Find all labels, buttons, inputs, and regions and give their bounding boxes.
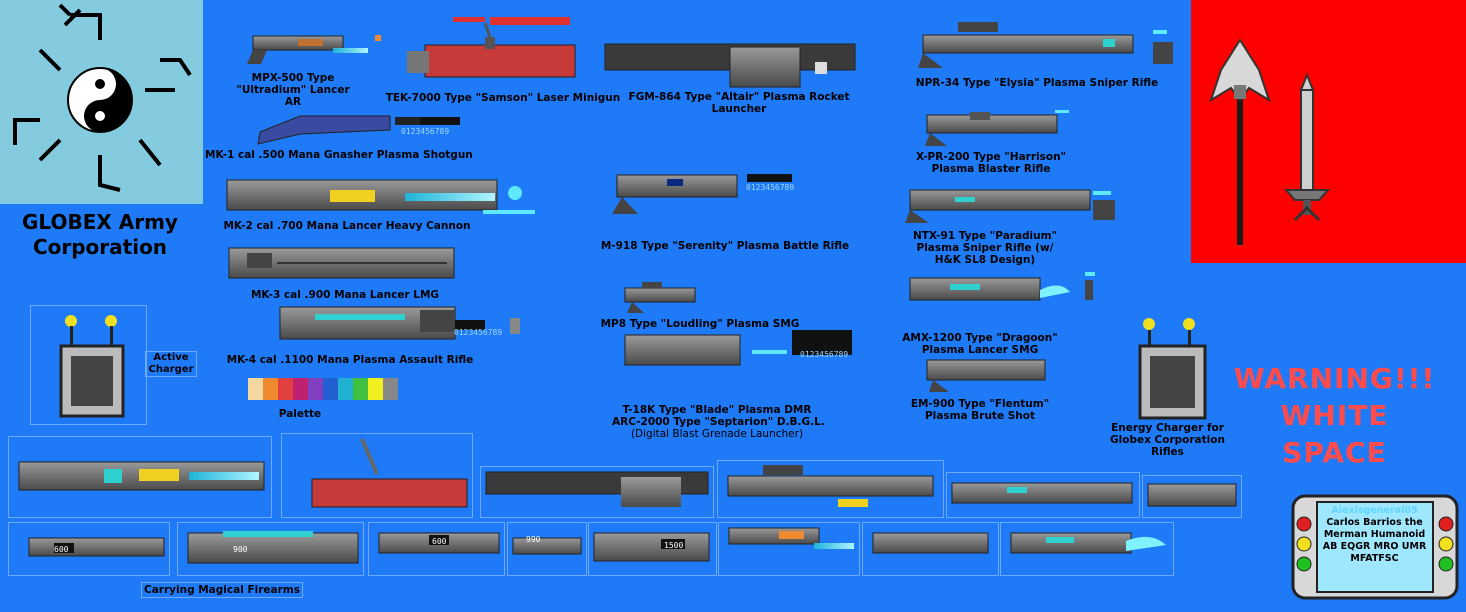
credits-text: Alexisgeneral05 Carlos Barrios the Merma… xyxy=(1318,505,1431,565)
mk4-sprite xyxy=(270,302,530,347)
company-title: GLOBEX Army Corporation xyxy=(22,210,178,259)
carry-frame-10: 990 xyxy=(507,522,587,576)
carry-frame-13 xyxy=(862,522,999,576)
mk3-sprite xyxy=(227,243,457,283)
carry-frame-6 xyxy=(1142,475,1242,518)
carry-frame-12 xyxy=(718,522,860,576)
carry-frame-8: 900 xyxy=(177,522,364,576)
mk2-sprite xyxy=(225,175,535,220)
warning-banner: WARNING!!! WHITE SPACE xyxy=(1233,362,1436,469)
traffic-light-frame-icon xyxy=(1291,494,1459,600)
label-npr34: NPR-34 Type "Elysia" Plasma Sniper Rifle xyxy=(915,77,1159,89)
energy-charger-sprite xyxy=(1135,318,1210,423)
label-xpr200: X-PR-200 Type "Harrison" Plasma Blaster … xyxy=(915,151,1067,175)
label-mk1: MK-1 cal .500 Mana Gnasher Plasma Shotgu… xyxy=(205,149,473,161)
credits-body: Carlos Barrios the Merman Humanoid AB EQ… xyxy=(1322,517,1427,564)
mp8-sprite xyxy=(622,280,702,315)
ammo-900: 900 xyxy=(233,545,248,554)
label-tek7000: TEK-7000 Type "Samson" Laser Minigun xyxy=(385,92,621,104)
ammo-990: 990 xyxy=(526,535,541,544)
label-t18k: T-18K Type "Blade" Plasma DMR xyxy=(622,404,812,416)
carry-frame-5 xyxy=(946,472,1140,518)
label-ntx91: NTX-91 Type "Paradium" Plasma Sniper Rif… xyxy=(912,230,1058,266)
label-mpx500: MPX-500 Type "Ultradium" Lancer AR xyxy=(236,72,350,108)
carry-frame-4 xyxy=(717,460,944,518)
carry-frame-3 xyxy=(480,466,714,518)
label-fgm864: FGM-864 Type "Altair" Plasma Rocket Laun… xyxy=(628,91,850,115)
label-m918: M-918 Type "Serenity" Plasma Battle Rifl… xyxy=(600,240,850,252)
ntx91-sprite xyxy=(905,185,1120,225)
carry-frame-11: 1500 xyxy=(588,522,717,576)
em900-sprite xyxy=(925,358,1050,394)
amx1200-sprite xyxy=(905,270,1095,310)
mk1-counter: 0123456789 xyxy=(401,127,450,136)
carry-frame-2 xyxy=(281,433,473,518)
m918-counter: 0123456789 xyxy=(746,183,795,192)
label-mk2: MK-2 cal .700 Mana Lancer Heavy Cannon xyxy=(223,220,471,232)
label-em900: EM-900 Type "Flentum" Plasma Brute Shot xyxy=(910,398,1050,422)
mk1-sprite xyxy=(240,112,470,148)
logo-panel xyxy=(0,0,203,204)
credits-panel xyxy=(1291,494,1459,600)
active-charger-label: Active Charger xyxy=(145,351,197,377)
label-mk3: MK-3 cal .900 Mana Lancer LMG xyxy=(250,289,440,301)
npr34-sprite xyxy=(918,20,1178,75)
label-palette: Palette xyxy=(278,408,322,420)
m918-sprite xyxy=(612,170,802,220)
label-mp8: MP8 Type "Loudling" Plasma SMG xyxy=(600,318,800,330)
credits-handle: Alexisgeneral05 xyxy=(1331,505,1418,516)
fgm864-sprite xyxy=(600,42,860,92)
label-amx1200: AMX-1200 Type "Dragoon" Plasma Lancer SM… xyxy=(902,332,1058,356)
ammo-600-a: 600 xyxy=(54,545,69,554)
melee-weapons-panel xyxy=(1191,0,1466,263)
palette-swatch xyxy=(248,376,398,404)
active-charger-icon xyxy=(59,315,125,418)
label-arc2000: ARC-2000 Type "Septarion" D.B.G.L. xyxy=(612,416,825,428)
carry-frame-14 xyxy=(1000,522,1174,576)
active-charger-frame xyxy=(30,305,147,425)
mpx500-sprite xyxy=(243,30,383,70)
xpr200-sprite xyxy=(925,110,1075,150)
label-energy-charger: Energy Charger for Globex Corporation Ri… xyxy=(1110,422,1225,458)
tek7000-sprite xyxy=(405,15,580,85)
t18k-counter: 0123456789 xyxy=(800,350,849,359)
carry-frame-9: 600 xyxy=(368,522,505,576)
globex-logo-icon xyxy=(13,3,192,192)
t18k-sprite xyxy=(622,330,862,375)
label-arc2000-sub: (Digital Blast Grenade Launcher) xyxy=(630,428,804,440)
carry-frame-7: 600 xyxy=(8,522,170,576)
mk4-counter: 0123456789 xyxy=(454,328,503,337)
carry-frame-1 xyxy=(8,436,272,518)
ammo-600-b: 600 xyxy=(432,537,447,546)
ammo-1500: 1500 xyxy=(664,541,684,550)
energy-charger-icon xyxy=(1138,318,1207,420)
label-mk4: MK-4 cal .1100 Mana Plasma Assault Rifle xyxy=(226,354,474,366)
carrying-firearms-label: Carrying Magical Firearms xyxy=(141,582,303,598)
axe-and-sword-icon xyxy=(1209,38,1331,245)
